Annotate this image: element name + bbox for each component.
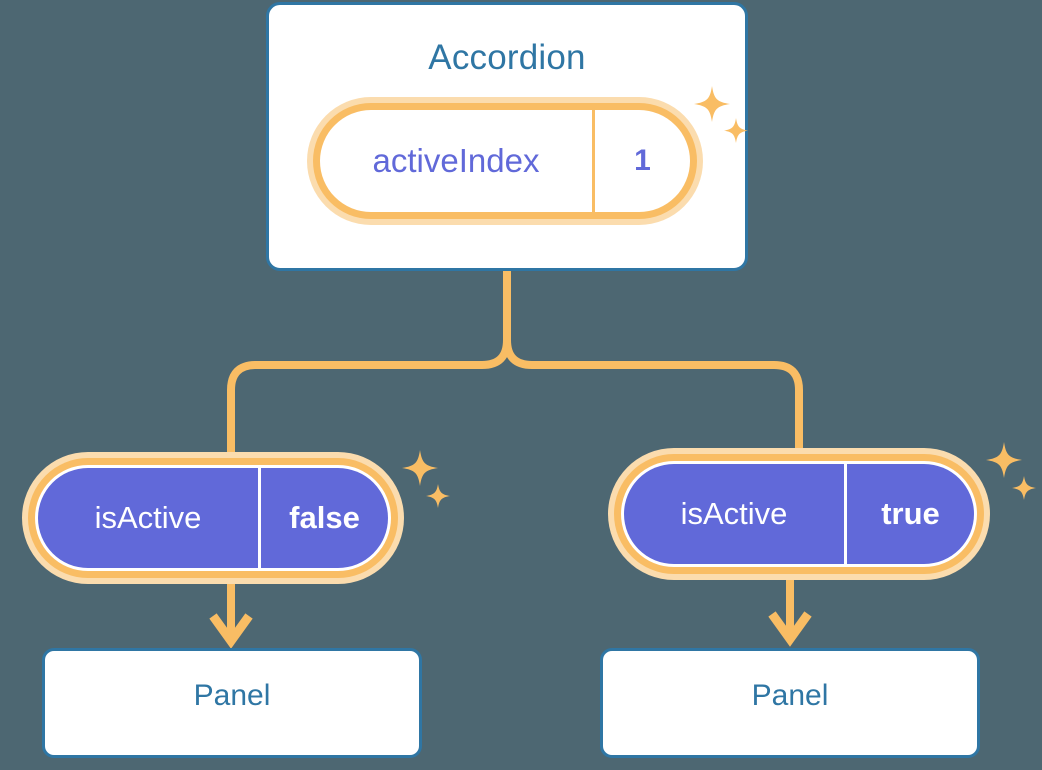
state-key-label: isActive [94,500,202,535]
sparkle-icon [398,440,454,510]
accordion-title: Accordion [428,38,586,77]
state-badge-is-active-false[interactable]: isActive false [22,452,404,584]
state-key-label: isActive [680,496,788,531]
pill-body: isActive true [621,461,977,567]
panel-title: Panel [193,679,271,712]
state-value-label: false [258,468,388,568]
pill-body: isActive false [35,465,391,571]
panel-card-left[interactable]: Panel [42,648,422,758]
state-badge-active-index[interactable]: activeIndex 1 [307,97,703,225]
pill-body: activeIndex 1 [320,110,690,212]
state-value-label: true [844,464,974,564]
pill-inner-fill: isActive true [624,464,974,564]
sparkle-icon [980,434,1038,506]
panel-card-right[interactable]: Panel [600,648,980,758]
state-badge-is-active-true[interactable]: isActive true [608,448,990,580]
state-key-label: activeIndex [372,142,540,179]
pill-inner-fill: isActive false [38,468,388,568]
state-value-label: 1 [592,110,690,212]
panel-title: Panel [751,679,829,712]
